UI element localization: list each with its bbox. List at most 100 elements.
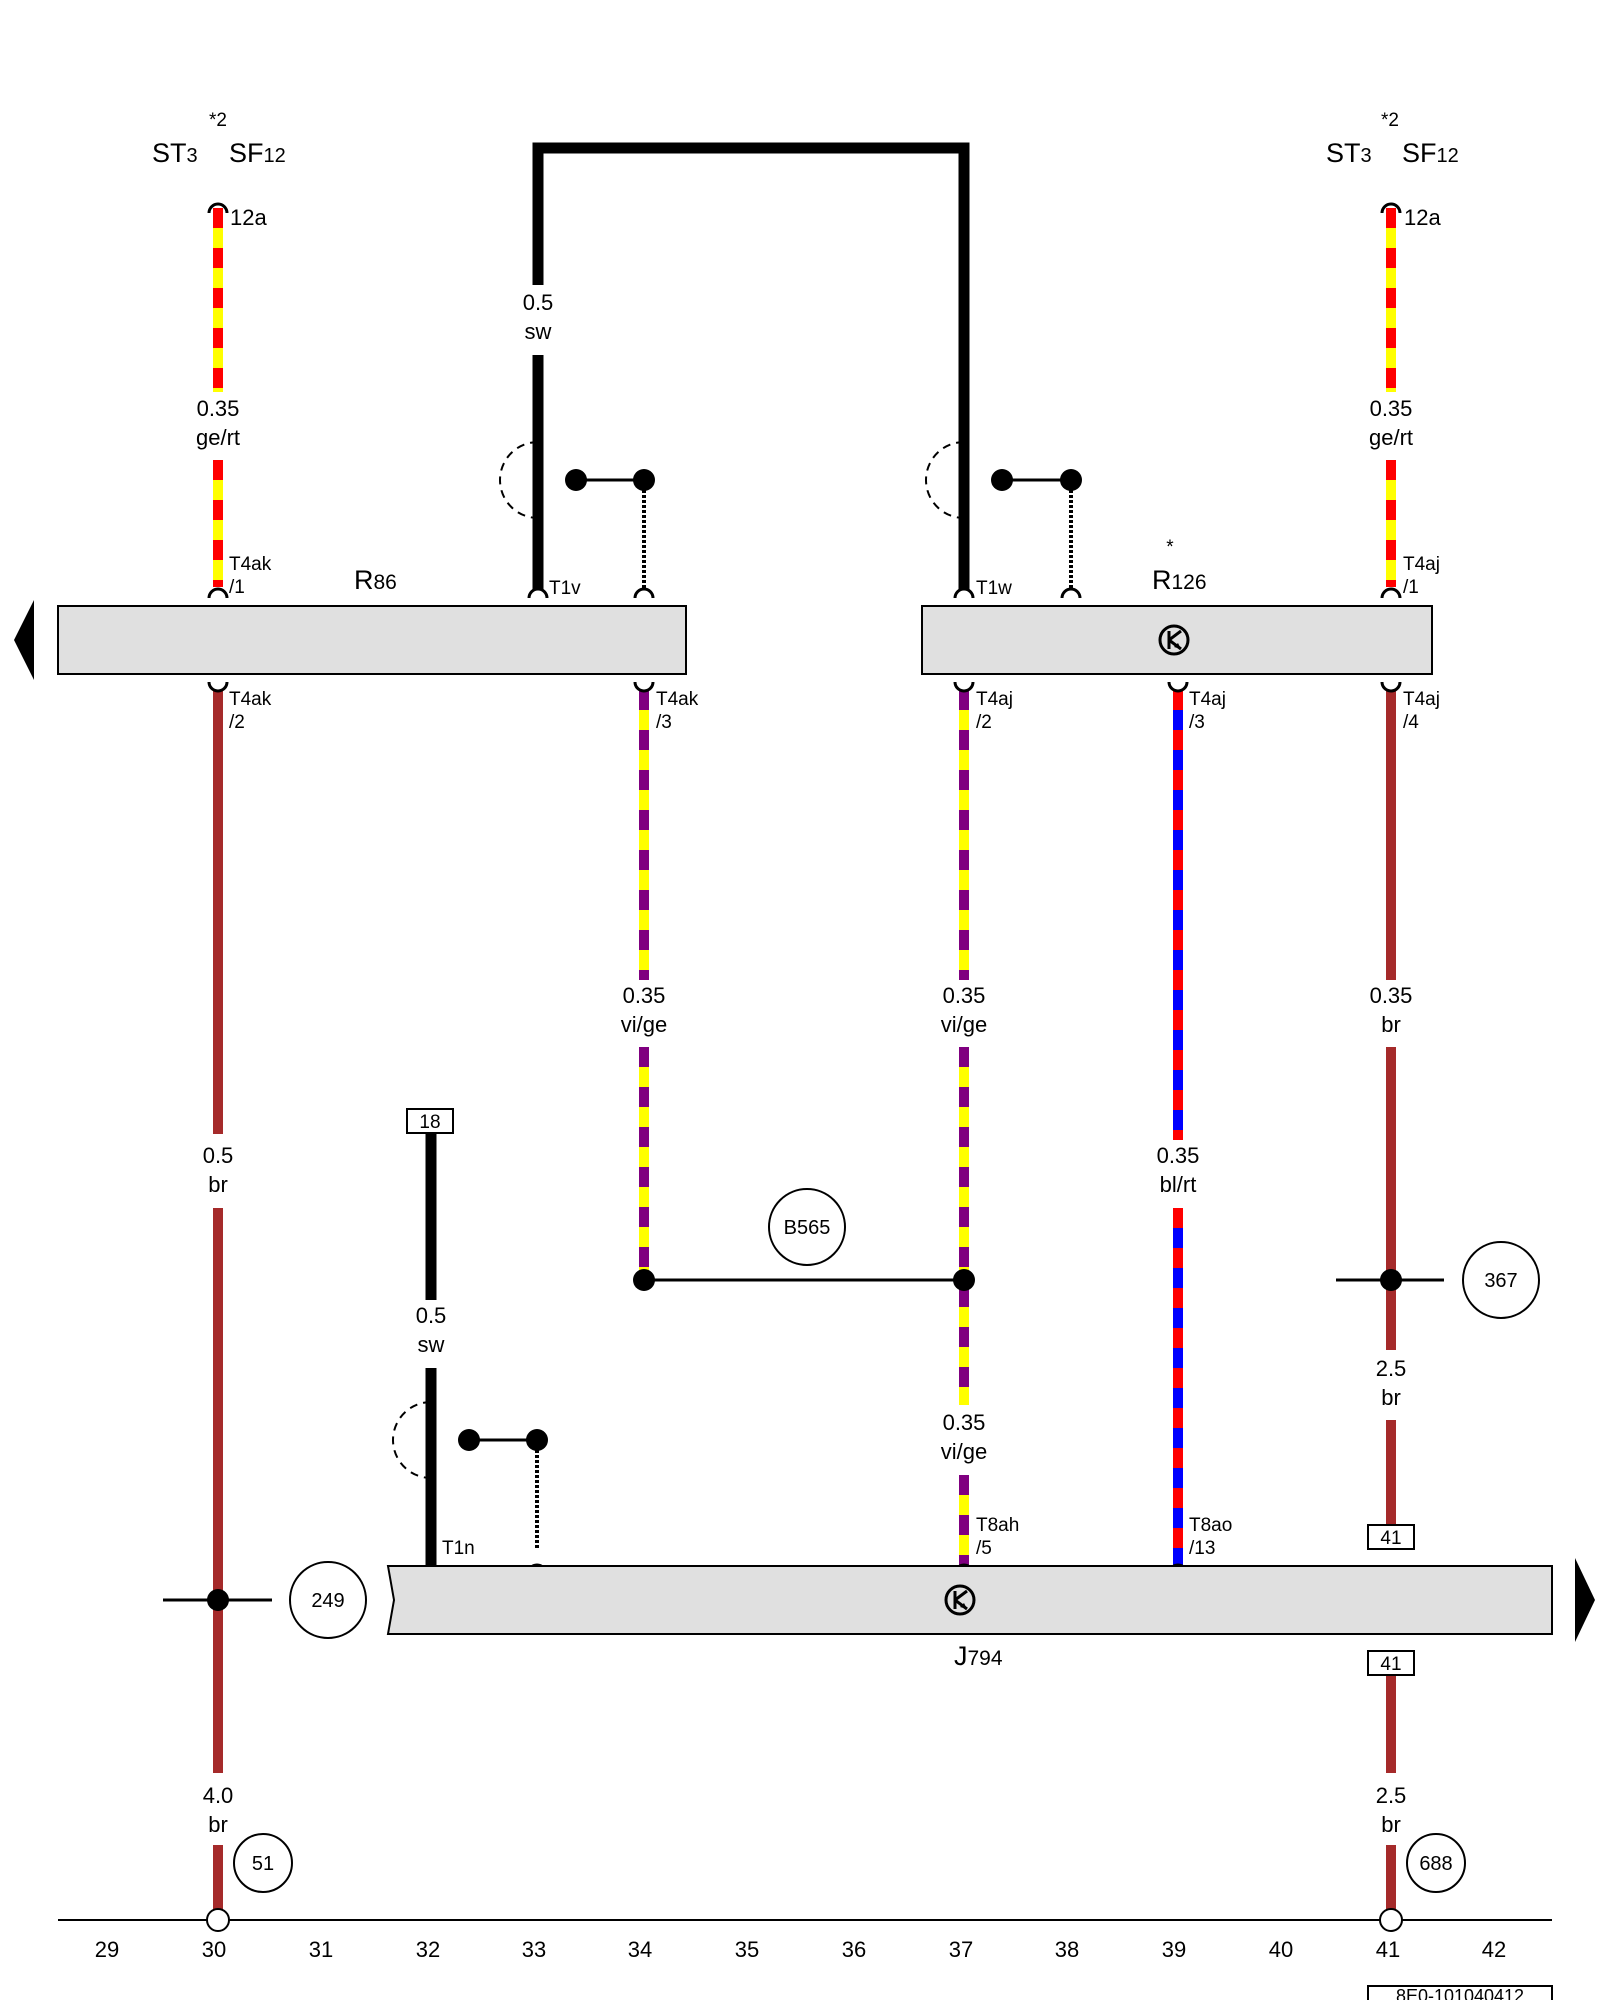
axis-label: 36 <box>842 1937 866 1962</box>
shield-arc <box>925 441 965 519</box>
connector-pin: /1 <box>229 577 245 598</box>
header-fuse-sub: 12 <box>1437 145 1459 167</box>
connector-cup <box>1380 587 1402 599</box>
axis-label: 30 <box>202 1937 226 1962</box>
connector-id: T4aj <box>1189 689 1226 710</box>
connector-pin: /2 <box>976 712 992 733</box>
connector-cup <box>1380 202 1402 214</box>
header-note: *2 <box>1381 110 1399 131</box>
reference-box <box>1367 1650 1415 1676</box>
connector-id: T1w <box>976 578 1012 599</box>
wire-color: ge/rt <box>196 425 240 450</box>
nodes-layer <box>163 202 1444 1611</box>
axis-label: 39 <box>1162 1937 1186 1962</box>
connector-pin: /4 <box>1403 712 1419 733</box>
connector-id: T4ak <box>229 554 272 575</box>
header-main: ST <box>1326 138 1361 168</box>
wire-gauge: 0.5 <box>523 290 554 315</box>
right-arrow[interactable] <box>1575 1558 1595 1642</box>
reference-circle <box>1462 1241 1540 1319</box>
connector-id: T4ak <box>656 689 699 710</box>
header-right: *2 ST3 SF12 12a <box>1326 110 1459 230</box>
wire-gauge: 0.35 <box>943 983 986 1008</box>
connector-cup <box>527 587 549 599</box>
reference-circle <box>233 1833 293 1893</box>
reference-circle <box>1406 1833 1466 1893</box>
header-pin: 12a <box>1404 205 1441 230</box>
reference-box <box>1367 1524 1415 1550</box>
wire-gauge: 0.35 <box>1370 983 1413 1008</box>
wires-layer <box>213 142 1396 1920</box>
wire-gauge: 2.5 <box>1376 1783 1407 1808</box>
axis-label: 32 <box>416 1937 440 1962</box>
connector-id: T1n <box>442 1538 475 1559</box>
axis-label: 41 <box>1376 1937 1400 1962</box>
header-main: ST <box>152 138 187 168</box>
header-note: *2 <box>209 110 227 131</box>
module-name: J <box>954 1641 968 1671</box>
reference-label: 249 <box>311 1590 344 1612</box>
wire-gauge: 0.35 <box>1157 1143 1200 1168</box>
reference-circles: B565 367 249 51 688 <box>233 1188 1540 1893</box>
reference-label: 367 <box>1484 1270 1517 1292</box>
svg-text:ST3: ST3 <box>152 138 198 168</box>
wire-gauge: 4.0 <box>203 1783 234 1808</box>
wire-gauge: 0.5 <box>416 1303 447 1328</box>
svg-text:R86: R86 <box>354 565 397 595</box>
wire-color: vi/ge <box>941 1012 987 1037</box>
connector-id: T4aj <box>976 689 1013 710</box>
wire-gauge: 2.5 <box>1376 1356 1407 1381</box>
svg-text:ST3: ST3 <box>1326 138 1372 168</box>
connector-labels: T4ak /1 T1v T1w T4aj /1 T4ak /2 T4ak /3 … <box>229 554 1440 1559</box>
header-fuse: SF <box>229 138 264 168</box>
wire-color: sw <box>418 1332 445 1357</box>
connector-id: T4aj <box>1403 554 1440 575</box>
wire-gauge: 0.35 <box>943 1410 986 1435</box>
wire-color: sw <box>525 319 552 344</box>
module-name-sub: 86 <box>374 571 397 594</box>
wire-gauge: 0.35 <box>197 396 240 421</box>
doc-code-frame <box>1367 1985 1553 2000</box>
connector-pin: /3 <box>1189 712 1205 733</box>
connector-cup <box>207 681 229 693</box>
axis-label: 35 <box>735 1937 759 1962</box>
reference-circle <box>289 1561 367 1639</box>
header-fuse: SF <box>1402 138 1437 168</box>
connector-pin: /2 <box>229 712 245 733</box>
doc-code: 8E0-101040412 <box>1396 1986 1524 2000</box>
connector-cup <box>207 587 229 599</box>
connector-cup <box>1060 587 1082 599</box>
connector-id: T1v <box>549 578 581 599</box>
reference-box <box>406 1108 454 1134</box>
splice-dot <box>953 1269 975 1291</box>
wire-labels: 0.35 ge/rt 0.35 ge/rt 0.5 sw 0.35 vi/ge … <box>196 290 1413 1837</box>
axis-label: 33 <box>522 1937 546 1962</box>
wire-color: br <box>1381 1385 1401 1410</box>
connector-cup <box>1167 681 1189 693</box>
reference-label: B565 <box>784 1217 831 1239</box>
connector-pin: /1 <box>1403 577 1419 598</box>
ground-terminal <box>206 1908 230 1932</box>
axis-label: 40 <box>1269 1937 1293 1962</box>
wire-color: vi/ge <box>941 1439 987 1464</box>
shield-dot <box>991 469 1013 491</box>
wire-gauge: 0.35 <box>623 983 666 1008</box>
svg-text:SF12: SF12 <box>1402 138 1459 168</box>
connector-pin: /13 <box>1189 1538 1215 1559</box>
svg-text:R126: R126 <box>1152 565 1207 595</box>
module-r86[interactable] <box>57 605 687 675</box>
module-name: R <box>1152 565 1172 595</box>
splice-dot <box>633 1269 655 1291</box>
reference-box-label: 18 <box>419 1112 440 1133</box>
shield-arc <box>499 441 539 519</box>
module-name: R <box>354 565 374 595</box>
connector-id: T4ak <box>229 689 272 710</box>
module-j794[interactable] <box>386 1565 1553 1635</box>
wire-color: br <box>208 1812 228 1837</box>
header-fuse-sub: 12 <box>264 145 286 167</box>
module-r126[interactable] <box>921 605 1433 675</box>
left-arrow[interactable] <box>14 600 34 680</box>
connector-id: T4aj <box>1403 689 1440 710</box>
wire-gauge: 0.5 <box>203 1143 234 1168</box>
